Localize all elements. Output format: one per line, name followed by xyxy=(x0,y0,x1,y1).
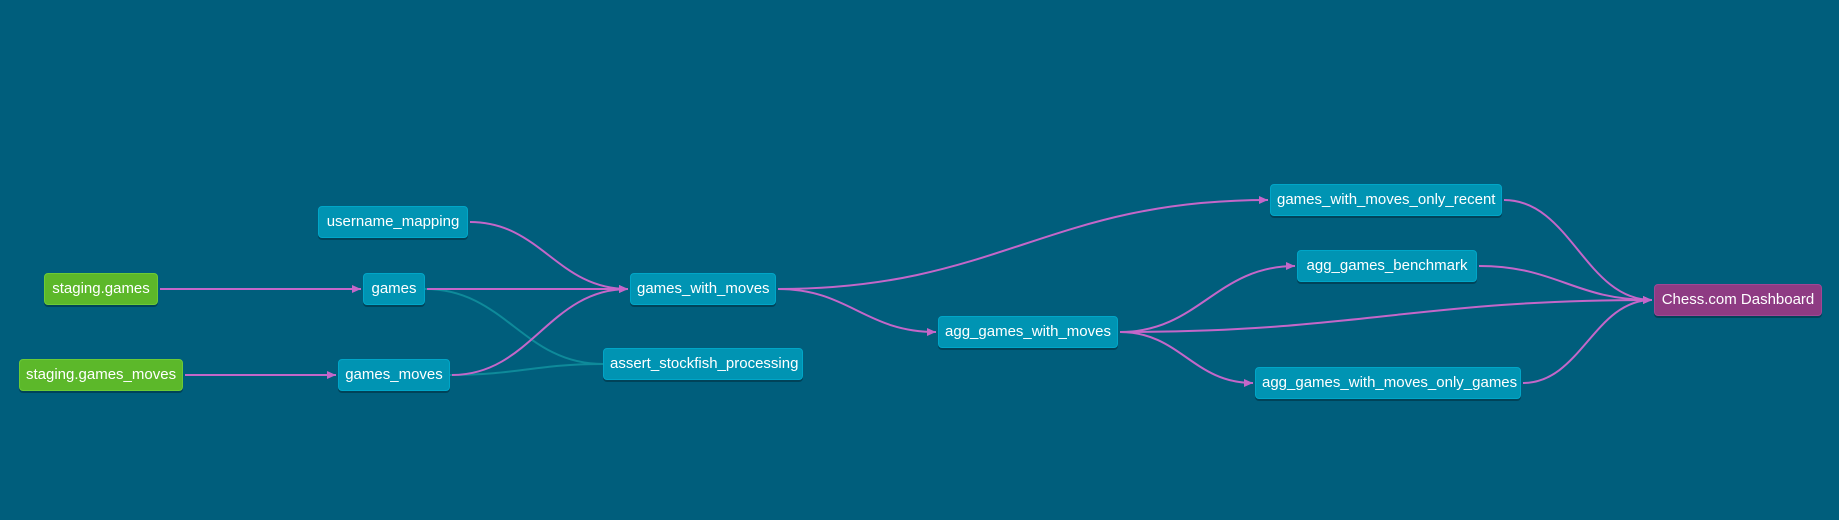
edge-games_moves-to-games_with_moves xyxy=(451,285,629,376)
edge-agg_games_benchmark-to-chess_dashboard xyxy=(1478,265,1653,304)
node-staging-games-moves[interactable]: staging.games_moves xyxy=(19,359,183,391)
node-username-mapping[interactable]: username_mapping xyxy=(318,206,468,238)
test-edge-games-to-assert_stockfish_processing xyxy=(424,288,604,365)
edge-agg_games_with_moves-to-agg_games_benchmark xyxy=(1119,262,1296,333)
node-games-with-moves[interactable]: games_with_moves xyxy=(630,273,776,305)
node-games[interactable]: games xyxy=(363,273,425,305)
node-staging-games[interactable]: staging.games xyxy=(44,273,158,305)
node-agg-games-with-moves-only-games[interactable]: agg_games_with_moves_only_games xyxy=(1255,367,1521,399)
edge-agg_games_with_moves-to-chess_dashboard xyxy=(1119,296,1653,333)
node-games-with-moves-only-recent[interactable]: games_with_moves_only_recent xyxy=(1270,184,1502,216)
node-chess-dashboard-exposure[interactable]: Chess.com Dashboard xyxy=(1654,284,1822,316)
edge-agg_games_with_moves-to-agg_games_with_moves_only_games xyxy=(1119,331,1254,387)
test-edge-games_moves-to-assert_stockfish_processing xyxy=(449,363,604,376)
edge-username_mapping-to-games_with_moves xyxy=(469,221,629,293)
node-assert-stockfish-processing[interactable]: assert_stockfish_processing xyxy=(603,348,803,380)
edge-games_with_moves-to-agg_games_with_moves xyxy=(777,288,937,336)
edge-games_with_moves-to-games_with_moves_only_recent xyxy=(777,196,1269,290)
node-games-moves[interactable]: games_moves xyxy=(338,359,450,391)
edge-games_with_moves_only_recent-to-chess_dashboard xyxy=(1503,199,1653,304)
node-agg-games-benchmark[interactable]: agg_games_benchmark xyxy=(1297,250,1477,282)
node-agg-games-with-moves[interactable]: agg_games_with_moves xyxy=(938,316,1118,348)
edge-agg_games_with_moves_only_games-to-chess_dashboard xyxy=(1522,296,1653,384)
